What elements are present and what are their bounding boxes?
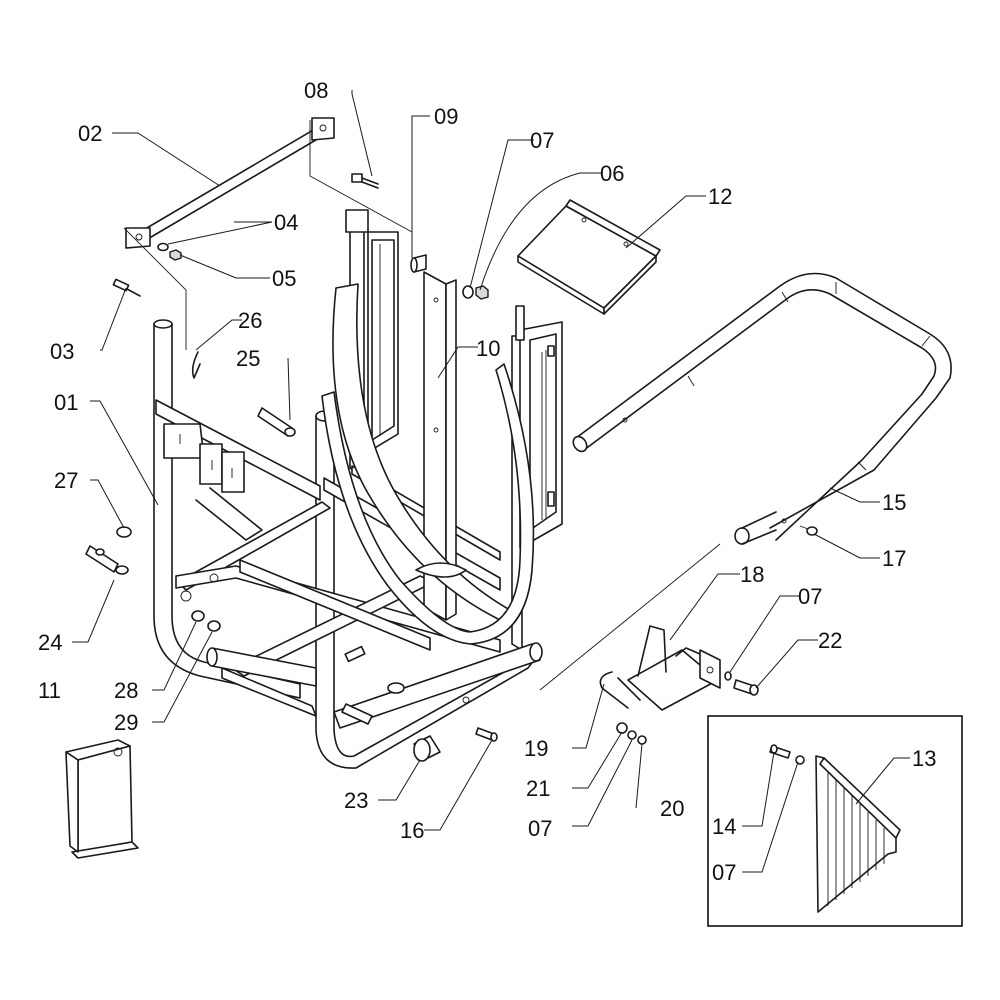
callout-11: 11 — [38, 678, 61, 703]
part-23-roller — [413, 735, 441, 762]
callout-27: 27 — [54, 468, 78, 493]
part-18-bracket — [627, 625, 721, 711]
part-06-nut — [475, 285, 489, 300]
callout-06: 06 — [600, 161, 624, 186]
part-21-washer — [616, 722, 628, 734]
part-22-bolt — [733, 679, 759, 696]
callout-02: 02 — [78, 121, 102, 146]
part-07-washer-inset — [795, 755, 805, 765]
callout-15: 15 — [882, 490, 906, 515]
callout-07-inset: 07 — [712, 860, 736, 885]
part-27-clip — [116, 526, 132, 538]
part-03-bolt — [112, 278, 141, 297]
callout-10: 10 — [476, 336, 500, 361]
part-26-clip — [191, 351, 201, 379]
callout-14: 14 — [712, 814, 736, 839]
part-24-pin — [85, 545, 129, 575]
callout-07-top: 07 — [530, 128, 554, 153]
part-25-pin — [257, 407, 296, 437]
part-02-cross-brace — [125, 117, 335, 249]
part-09-rear-panel — [367, 231, 399, 453]
part-07-washer-bracket — [724, 671, 732, 681]
part-05-nut — [169, 249, 182, 261]
callout-23: 23 — [344, 788, 368, 813]
part-15-handle-bar — [572, 272, 952, 545]
part-13-grid-panel — [815, 755, 901, 913]
callout-20: 20 — [660, 796, 684, 821]
callout-08: 08 — [304, 78, 328, 103]
callout-26: 26 — [238, 308, 262, 333]
callout-21: 21 — [526, 776, 550, 801]
part-12-tray — [517, 199, 661, 315]
callout-16: 16 — [400, 818, 424, 843]
callout-05: 05 — [272, 266, 296, 291]
callout-09: 09 — [434, 104, 458, 129]
callout-13: 13 — [912, 746, 936, 771]
part-17-screw — [799, 525, 818, 536]
callout-17: 17 — [882, 546, 906, 571]
part-08-bolt — [351, 173, 379, 189]
callout-12: 12 — [708, 184, 732, 209]
callout-22: 22 — [818, 628, 842, 653]
callout-24: 24 — [38, 630, 62, 655]
callout-01: 01 — [54, 390, 78, 415]
callout-labels: 01 02 03 04 05 06 07 07 07 07 08 09 10 1… — [38, 78, 936, 885]
part-07-washer-lower — [627, 730, 637, 740]
callout-29: 29 — [114, 710, 138, 735]
callout-07-lower: 07 — [528, 816, 552, 841]
part-29-nut — [207, 620, 221, 632]
callout-25: 25 — [236, 346, 260, 371]
part-11-bracket — [65, 739, 139, 859]
spacer-sleeve — [410, 254, 427, 273]
part-16-screw — [475, 727, 498, 742]
axle-knob — [341, 682, 405, 725]
callout-07-bracket: 07 — [798, 584, 822, 609]
part-04-washer — [157, 242, 169, 252]
callout-28: 28 — [114, 678, 138, 703]
part-19-u-bolt — [599, 671, 641, 709]
part-20-nut — [637, 735, 647, 745]
callout-18: 18 — [740, 562, 764, 587]
u-saddle-front — [321, 363, 535, 645]
leader-lines — [72, 90, 910, 873]
inset-frame — [707, 715, 963, 927]
part-07-washer-upper — [462, 285, 474, 299]
callout-03: 03 — [50, 339, 74, 364]
callout-19: 19 — [524, 736, 548, 761]
callout-04: 04 — [274, 210, 298, 235]
part-28-washer — [191, 610, 205, 622]
part-10-upright-channel — [423, 271, 457, 621]
